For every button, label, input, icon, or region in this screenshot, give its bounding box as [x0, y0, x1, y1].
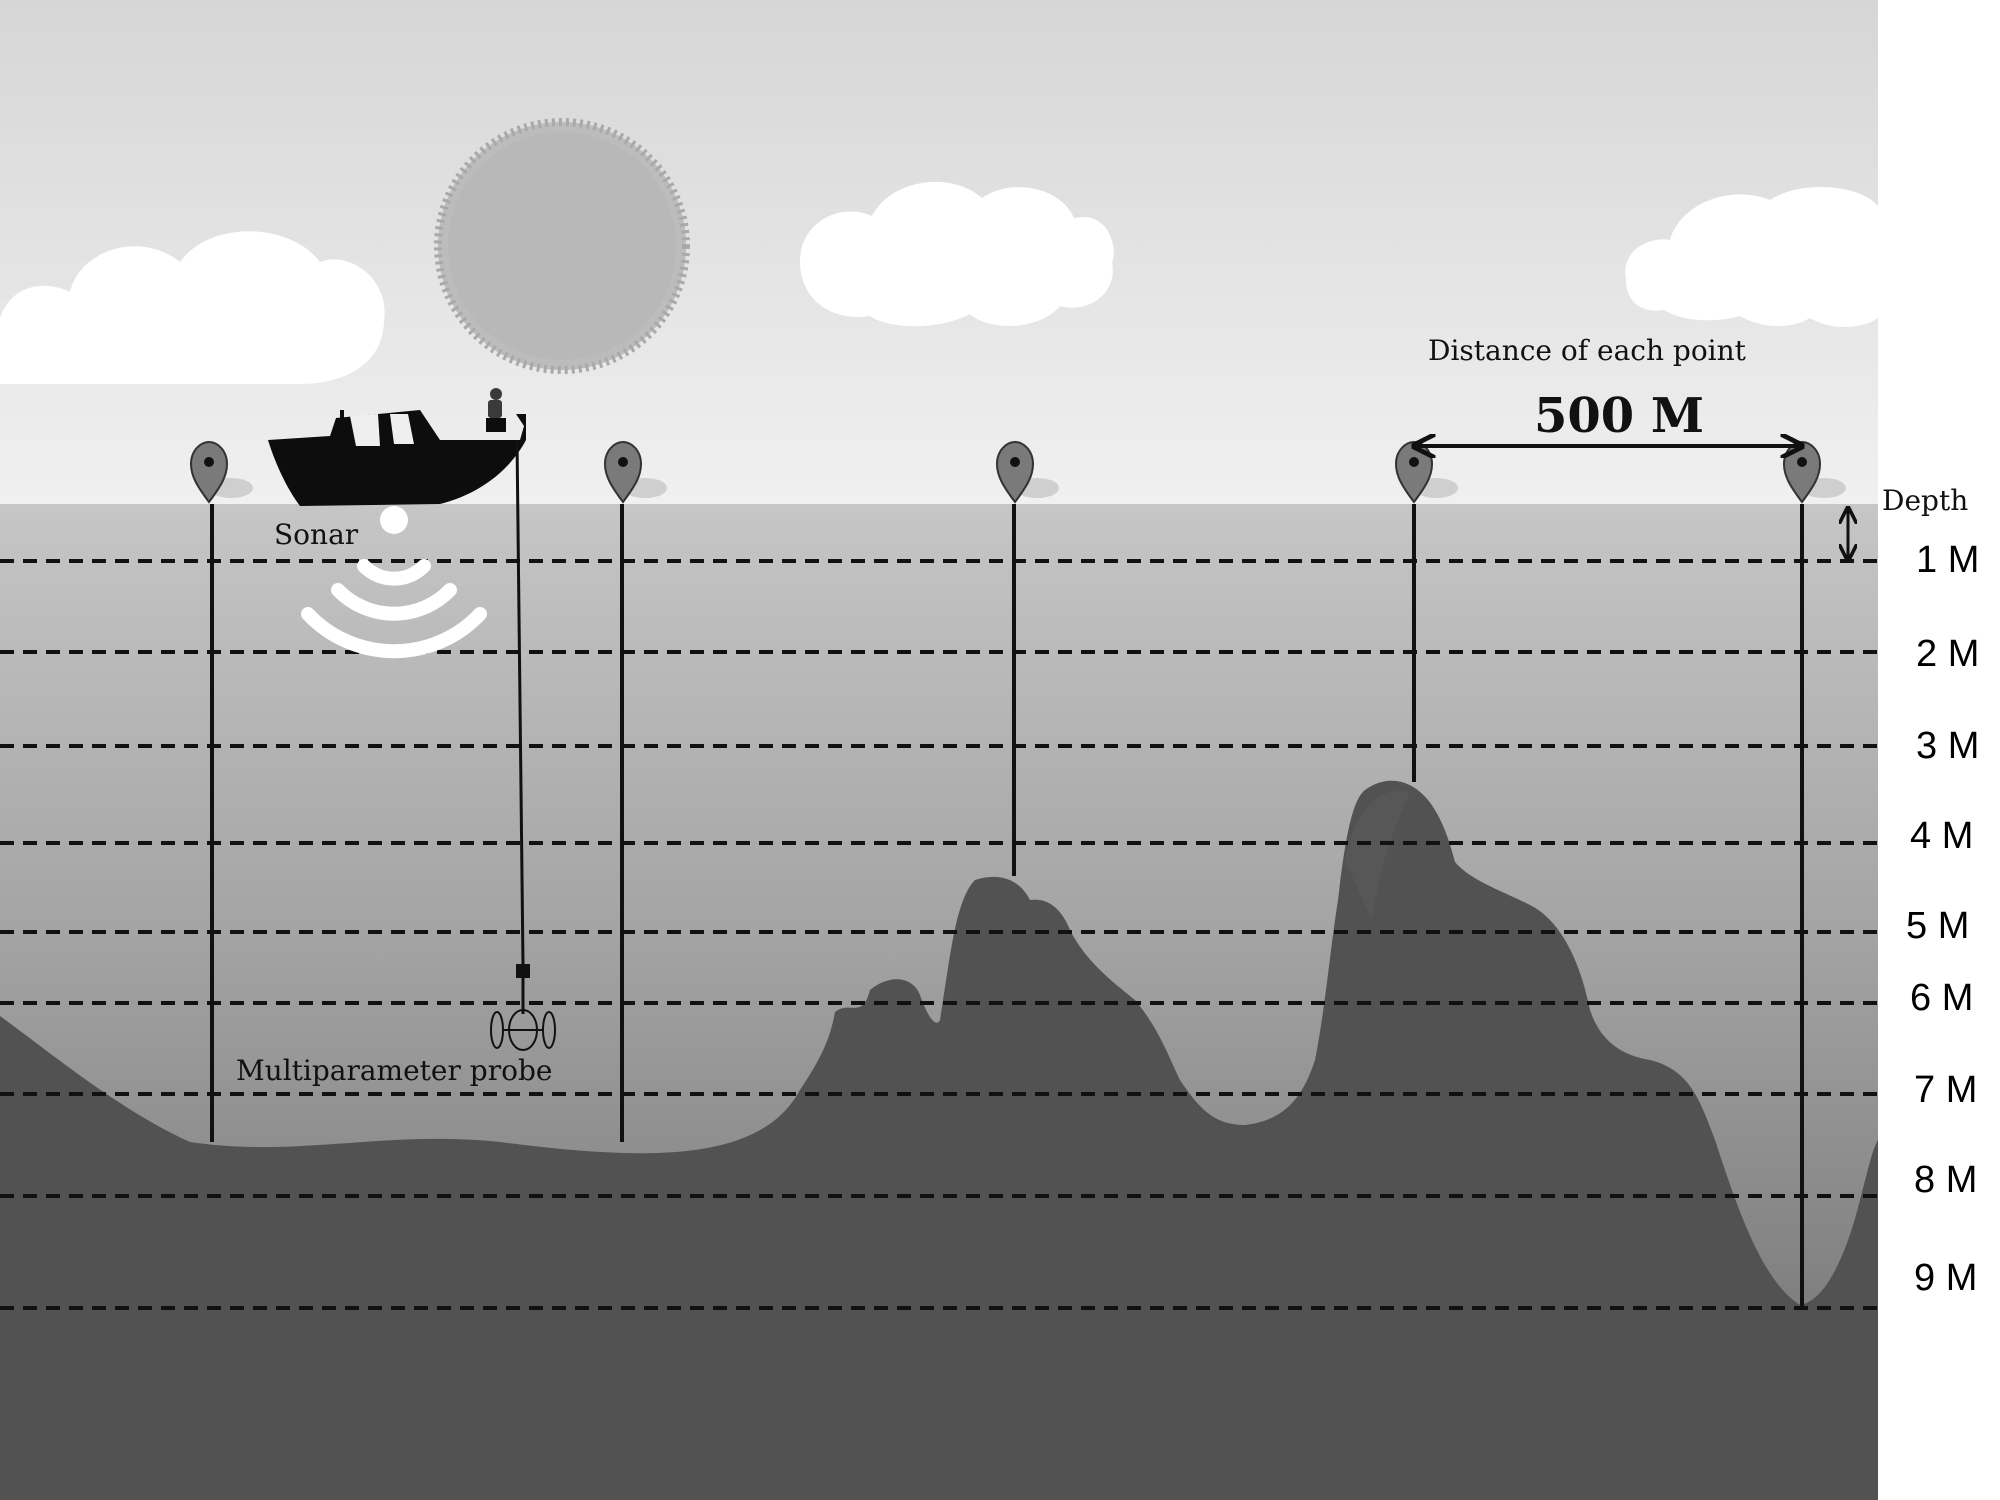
seabed-terrain	[0, 780, 1878, 1500]
depth-label: 8 M	[1914, 1159, 1977, 1201]
probe-cable	[515, 439, 525, 965]
sun-icon	[434, 118, 690, 374]
distance-caption: Distance of each point	[1428, 334, 1747, 367]
depth-label: 3 M	[1916, 725, 1979, 767]
distance-value: 500 M	[1534, 388, 1704, 444]
probe-icon	[490, 964, 556, 1051]
cloud-icon	[0, 231, 385, 384]
sonar-label: Sonar	[274, 518, 359, 551]
measurement-lines	[210, 504, 1804, 1306]
depth-label: 4 M	[1910, 815, 1973, 857]
depth-label: 7 M	[1914, 1069, 1977, 1111]
depth-scale: 1 M 2 M 3 M 4 M 5 M 6 M 7 M 8 M 9 M	[1906, 539, 1979, 1299]
depth-label: 6 M	[1910, 977, 1973, 1019]
depth-label: 5 M	[1906, 905, 1969, 947]
seabed-ridge-highlight	[1345, 790, 1410, 920]
sonar-wave-icon	[301, 506, 487, 659]
cloud-icon	[800, 181, 1114, 327]
map-pin-icon	[603, 440, 667, 504]
person-icon	[486, 388, 506, 432]
depth-label: 1 M	[1916, 539, 1979, 581]
depth-guide-lines	[0, 559, 1878, 1310]
boat-icon	[268, 388, 526, 506]
probe-label: Multiparameter probe	[236, 1054, 552, 1087]
cloud-icon	[1625, 187, 1878, 327]
depth-label: 2 M	[1916, 633, 1979, 675]
map-pin-icon	[995, 440, 1059, 504]
depth-title: Depth	[1882, 484, 1968, 517]
map-pins	[189, 440, 1846, 504]
map-pin-icon	[189, 440, 253, 504]
depth-label: 9 M	[1914, 1257, 1977, 1299]
